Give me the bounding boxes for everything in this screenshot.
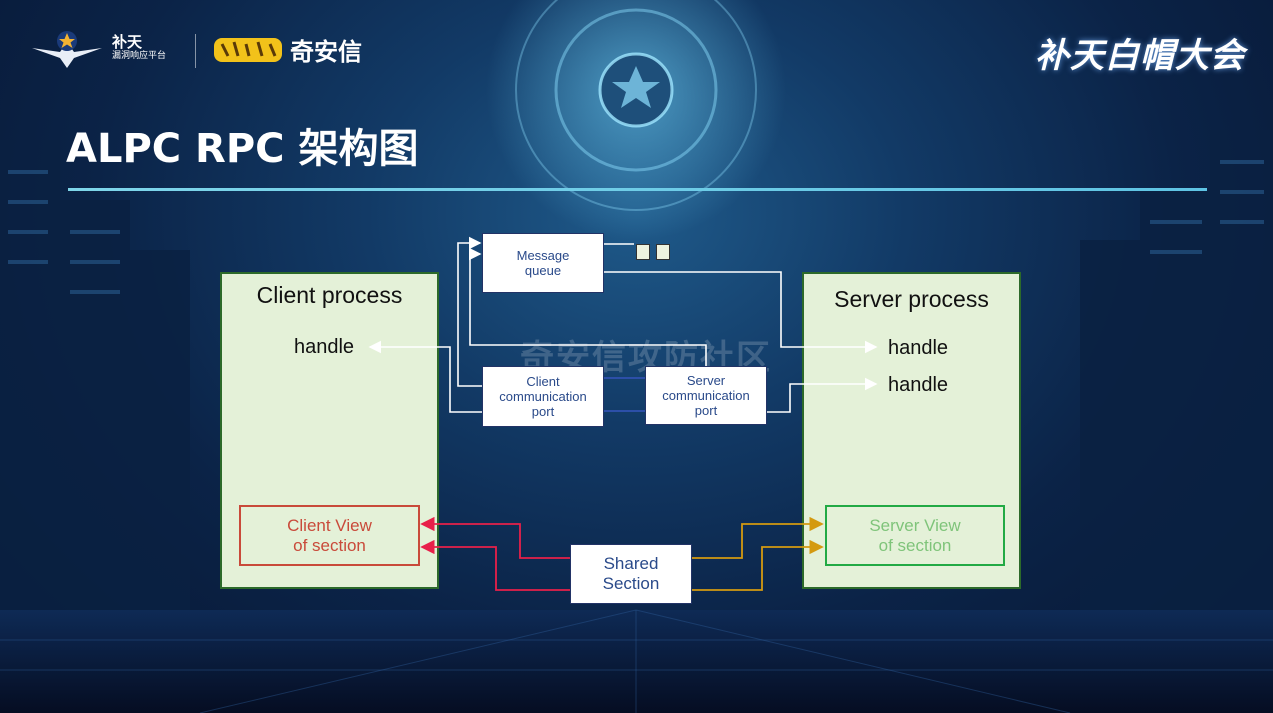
server-port-label: Server communication port <box>662 373 750 418</box>
client-view-label: Client View of section <box>287 515 372 555</box>
server-handle-label-2: handle <box>888 374 949 396</box>
qax-brand: 奇安信 <box>290 38 362 66</box>
message-queue-label: Message queue <box>516 248 570 278</box>
client-process-box: Client process <box>220 272 439 589</box>
client-process-title: Client process <box>256 282 403 308</box>
shared-section-label: Shared Section <box>602 554 660 593</box>
butian-subtitle: 漏洞响应平台 <box>112 51 167 61</box>
client-port-node: Client communication port <box>482 366 604 427</box>
client-handle-label: handle <box>294 336 355 358</box>
event-logo: 补天白帽大会 <box>1035 36 1245 76</box>
title-underline <box>68 188 1207 191</box>
client-view-box: Client View of section <box>239 505 420 566</box>
butian-brand: 补天 <box>112 33 143 51</box>
page-title: ALPC RPC 架构图 <box>66 126 419 172</box>
qax-tiger-icon <box>214 37 282 62</box>
shared-section-node: Shared Section <box>570 544 692 604</box>
queue-slot-2 <box>656 244 670 260</box>
server-handle-label-1: handle <box>888 337 949 359</box>
server-port-node: Server communication port <box>645 366 767 425</box>
server-view-box: Server View of section <box>825 505 1005 566</box>
logo-divider <box>195 34 196 68</box>
server-view-label: Server View of section <box>869 515 961 555</box>
qax-logo: 奇安信 <box>212 32 362 67</box>
butian-star-icon <box>32 31 102 68</box>
client-port-label: Client communication port <box>499 374 587 419</box>
queue-slot-1 <box>636 244 650 260</box>
message-queue-node: Message queue <box>482 233 604 293</box>
server-process-title: Server process <box>834 286 989 312</box>
server-process-box: Server process <box>802 272 1021 589</box>
butian-logo: 补天 漏洞响应平台 <box>30 28 166 68</box>
